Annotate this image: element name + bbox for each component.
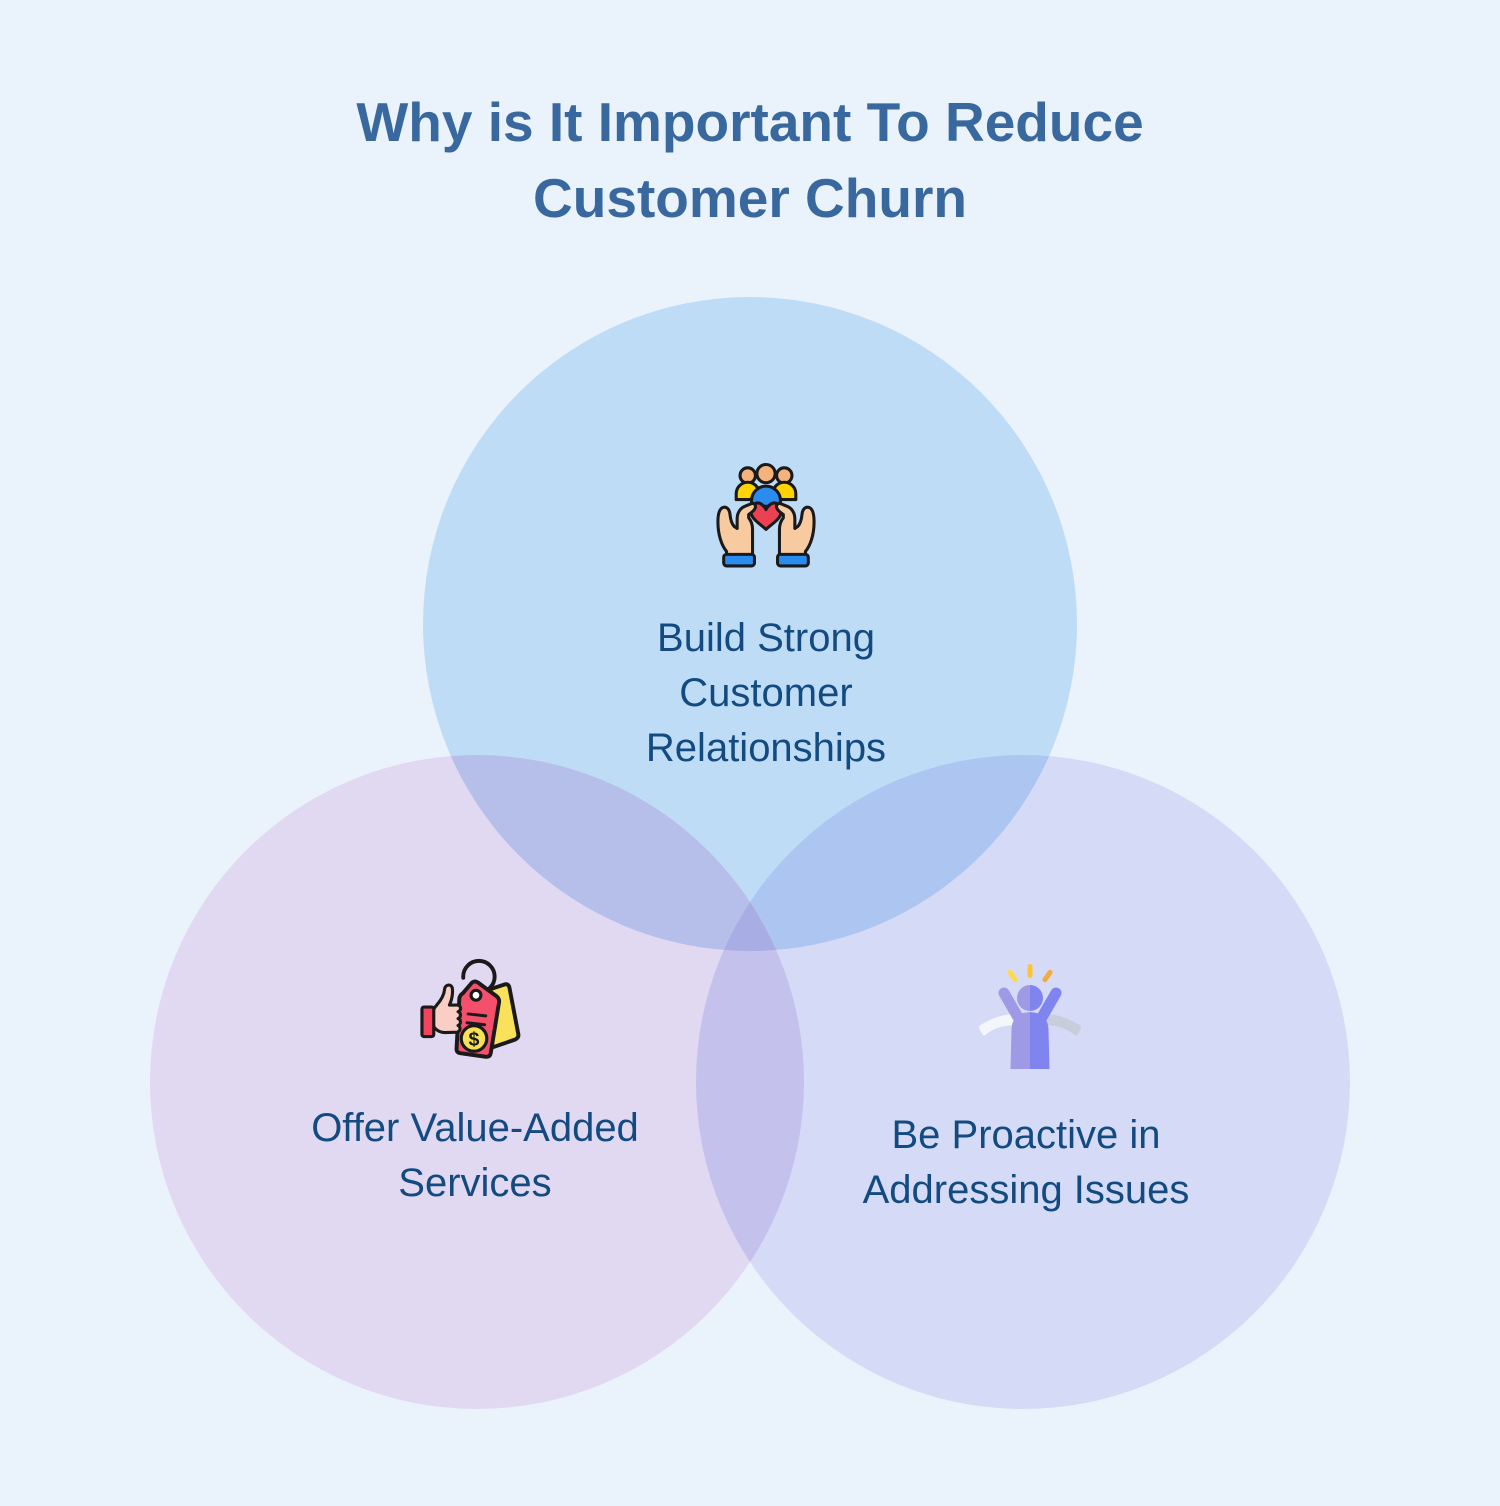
venn-overlap-top-right bbox=[696, 755, 1077, 951]
person-arm-right bbox=[1035, 987, 1062, 1025]
person-torso-right bbox=[1030, 1012, 1050, 1069]
page-title-line-1: Why is It Important To Reduce bbox=[356, 91, 1144, 153]
person-arm-left bbox=[998, 987, 1025, 1025]
label-line: Build Strong bbox=[657, 616, 875, 660]
thumbs-up-cuff bbox=[420, 1005, 436, 1039]
customer-head-center bbox=[755, 462, 777, 485]
excited-person-icon bbox=[979, 964, 1081, 1069]
person-head-right bbox=[1030, 985, 1043, 1011]
label-build-relationships: Build Strong Customer Relationships bbox=[516, 611, 1016, 776]
label-line: Be Proactive in bbox=[891, 1113, 1161, 1157]
page-title: Why is It Important To Reduce Customer C… bbox=[0, 84, 1500, 236]
ray-left bbox=[1007, 969, 1018, 983]
page-title-line-2: Customer Churn bbox=[533, 167, 967, 229]
label-line: Offer Value-Added bbox=[311, 1106, 639, 1150]
hand-mirrored bbox=[774, 501, 816, 568]
label-line: Services bbox=[398, 1161, 552, 1205]
dollar-sign-glyph: $ bbox=[469, 1028, 480, 1050]
label-line: Customer bbox=[679, 671, 853, 715]
label-value-added-services: Offer Value-Added Services bbox=[175, 1101, 775, 1211]
person-head-left bbox=[1017, 985, 1030, 1011]
person-torso-left bbox=[1010, 1012, 1030, 1069]
hands-holding-customers-icon bbox=[716, 462, 816, 568]
ray-right bbox=[1042, 969, 1053, 983]
hand-cuff bbox=[722, 552, 756, 568]
label-proactive-issues: Be Proactive in Addressing Issues bbox=[726, 1108, 1326, 1218]
dollar-coin bbox=[459, 1024, 489, 1053]
thumbs-up-hand bbox=[431, 983, 463, 1035]
label-line: Addressing Issues bbox=[862, 1168, 1190, 1212]
thumbs-up-price-tags-icon: $ bbox=[420, 958, 521, 1059]
tag-text-lines bbox=[465, 1012, 488, 1027]
label-line: Relationships bbox=[645, 726, 887, 770]
ray-center bbox=[1027, 964, 1033, 978]
hand-palm bbox=[716, 501, 758, 562]
venn-overlap-top-left bbox=[423, 755, 804, 951]
tag-hole bbox=[469, 988, 483, 1002]
customer-body-center bbox=[750, 484, 782, 508]
